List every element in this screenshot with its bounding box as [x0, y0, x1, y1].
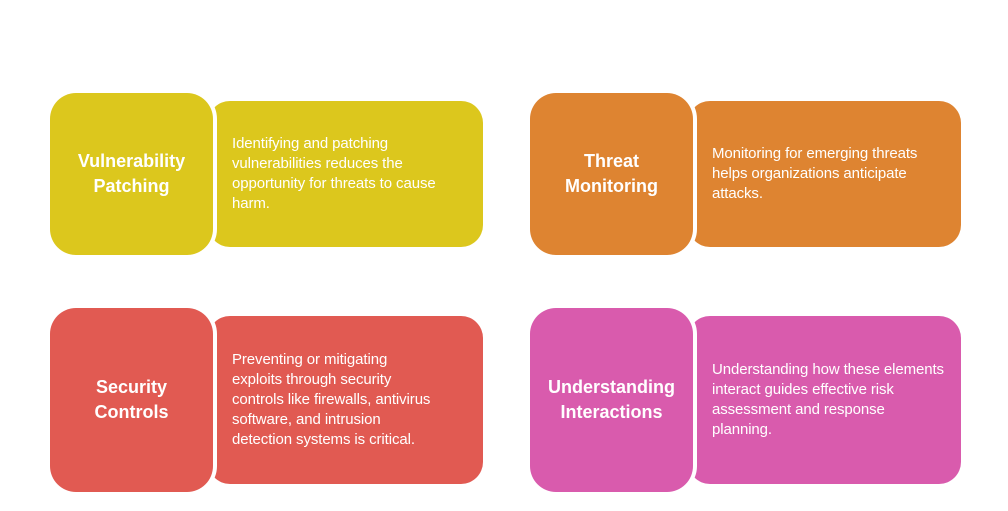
- card-title-box: Threat Monitoring: [530, 93, 693, 255]
- card-security-controls: Preventing or mitigating exploits throug…: [50, 308, 483, 492]
- card-vulnerability-patching: Identifying and patching vulnerabilities…: [50, 93, 483, 255]
- card-title: Vulnerability Patching: [77, 151, 186, 196]
- card-description-box: Monitoring for emerging threats helps or…: [688, 101, 961, 247]
- card-description-box: Identifying and patching vulnerabilities…: [208, 101, 483, 247]
- card-description: Monitoring for emerging threats helps or…: [712, 145, 918, 202]
- card-description: Understanding how these elements interac…: [712, 361, 944, 438]
- card-description-box: Understanding how these elements interac…: [688, 316, 961, 484]
- card-title: Understanding Interactions: [547, 377, 675, 422]
- card-title-box: Security Controls: [50, 308, 213, 492]
- card-title-box: Understanding Interactions: [530, 308, 693, 492]
- card-understanding-interactions: Understanding how these elements interac…: [530, 308, 961, 492]
- card-title: Security Controls: [94, 377, 169, 422]
- card-threat-monitoring: Monitoring for emerging threats helps or…: [530, 93, 961, 255]
- card-title: Threat Monitoring: [565, 151, 658, 196]
- card-title-box: Vulnerability Patching: [50, 93, 213, 255]
- card-description-box: Preventing or mitigating exploits throug…: [208, 316, 483, 484]
- card-description: Identifying and patching vulnerabilities…: [232, 135, 436, 212]
- card-description: Preventing or mitigating exploits throug…: [232, 351, 431, 448]
